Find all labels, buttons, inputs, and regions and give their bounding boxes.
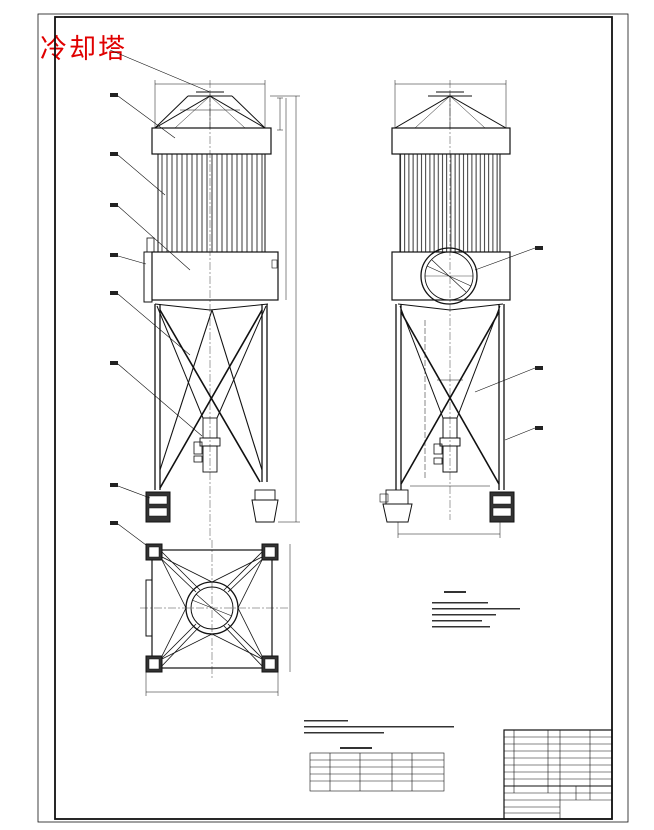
side-tube-bundle [399, 153, 501, 253]
title-block [503, 729, 613, 820]
front-base-foot-left [145, 491, 171, 523]
top-diagonals [151, 549, 273, 669]
spec-table [309, 747, 445, 792]
front-view [109, 49, 300, 549]
front-bracing [159, 309, 263, 489]
top-view [140, 540, 291, 696]
front-leaders [109, 49, 211, 549]
side-hopper [397, 303, 504, 473]
side-legs [395, 304, 505, 490]
side-dimensions [394, 80, 507, 538]
front-discharge-box [251, 489, 279, 523]
side-bracing [400, 311, 500, 485]
front-roof [151, 91, 272, 155]
front-legs [154, 304, 268, 490]
general-notes [304, 720, 454, 734]
side-discharge-box [379, 489, 413, 523]
side-header-box [391, 247, 511, 305]
technical-notes [432, 591, 520, 628]
side-base-foot-right [489, 491, 515, 523]
front-header-box [143, 237, 279, 303]
sheet-border [37, 13, 629, 823]
side-leaders [474, 246, 543, 441]
side-roof [391, 91, 511, 155]
front-tube-bundle [157, 153, 266, 253]
top-corner-plates [145, 543, 279, 673]
front-dimensions [154, 80, 300, 523]
side-view [379, 80, 543, 538]
front-hopper [154, 303, 269, 473]
top-dimensions [145, 544, 291, 696]
